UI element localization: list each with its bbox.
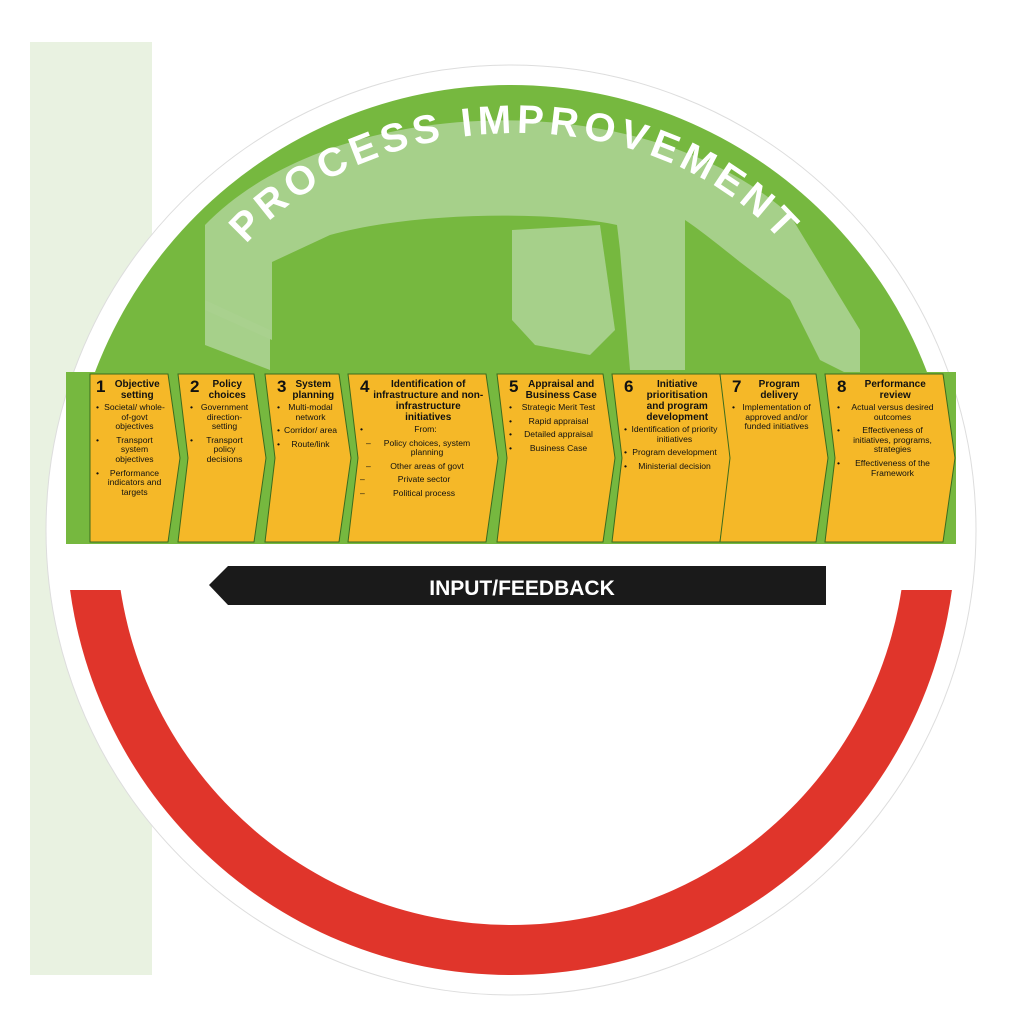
step-item: Effectiveness of the Framework <box>837 458 941 478</box>
step-item: Implementation of approved and/or funded… <box>732 402 814 432</box>
input-feedback-arrow <box>209 566 826 605</box>
step-items: From: Policy choices, system planningOthe… <box>360 424 484 499</box>
step-content: 1 Objective settingSocietal/ whole-of-gov… <box>96 377 166 538</box>
step-number: 5 <box>509 377 519 396</box>
step-header: 3 System planning <box>277 377 337 401</box>
step-2: 2 Policy choicesGovernment direction-sett… <box>177 373 267 543</box>
step-item: Political process <box>360 488 484 499</box>
step-item: Private sector <box>360 475 484 485</box>
step-title: Performance review <box>864 379 926 401</box>
step-item: Other areas of govt <box>360 461 484 472</box>
step-item: Rapid appraisal <box>509 416 601 427</box>
step-header: 7 Program delivery <box>732 377 814 401</box>
step-items: Government direction-settingTransport po… <box>190 402 252 465</box>
step-item: Ministerial decision <box>624 461 718 472</box>
step-item: Multi-modal network <box>277 402 337 422</box>
step-number: 2 <box>190 377 200 396</box>
step-number: 4 <box>360 377 370 396</box>
step-item: Business Case <box>509 443 601 454</box>
step-title: Program delivery <box>758 379 800 401</box>
step-title: System planning <box>292 379 335 401</box>
step-8: 8 Performance reviewActual versus desired… <box>824 373 956 543</box>
step-title: Identification of infrastructure and non… <box>373 379 484 423</box>
step-title: Objective setting <box>114 379 160 401</box>
step-item: Transport system objectives <box>96 435 166 465</box>
step-number: 8 <box>837 377 847 396</box>
step-items: Multi-modal networkCorridor/ areaRoute/l… <box>277 402 337 450</box>
step-items: Strategic Merit TestRapid appraisalDetai… <box>509 402 601 454</box>
process-improvement-arrow-leg <box>512 225 615 355</box>
step-title: Initiative prioritisation and program de… <box>646 379 709 423</box>
process-improvement-area <box>93 85 929 375</box>
step-number: 1 <box>96 377 106 396</box>
step-item: Societal/ whole-of-govt objectives <box>96 402 166 432</box>
step-item: Performance indicators and targets <box>96 468 166 498</box>
input-feedback-label: INPUT/FEEDBACK <box>429 577 615 600</box>
step-3: 3 System planningMulti-modal networkCorri… <box>264 373 352 543</box>
step-item: Identification of priority initiatives <box>624 424 718 444</box>
step-header: 1 Objective setting <box>96 377 166 401</box>
step-6: 6 Initiative prioritisation and program d… <box>611 373 733 543</box>
step-item: Detailed appraisal <box>509 430 601 440</box>
step-item: Strategic Merit Test <box>509 402 601 413</box>
step-item: Government direction-setting <box>190 402 252 432</box>
step-title: Policy choices <box>208 379 246 401</box>
step-header: 6 Initiative prioritisation and program d… <box>624 377 718 423</box>
step-item: Corridor/ area <box>277 426 337 436</box>
step-content: 2 Policy choicesGovernment direction-sett… <box>190 377 252 538</box>
step-items: Societal/ whole-of-govt objectivesTransp… <box>96 402 166 498</box>
step-content: 3 System planningMulti-modal networkCorri… <box>277 377 337 538</box>
step-content: 5 Appraisal and Business CaseStrategic Me… <box>509 377 601 538</box>
step-item: Route/link <box>277 439 337 450</box>
step-items: Actual versus desired outcomesEffectiven… <box>837 402 941 478</box>
step-item: From: <box>360 424 484 435</box>
step-item: Program development <box>624 448 718 458</box>
chevron-shape <box>347 373 499 543</box>
step-7: 7 Program deliveryImplementation of appro… <box>719 373 829 543</box>
step-items: Implementation of approved and/or funded… <box>732 402 814 432</box>
step-number: 7 <box>732 377 742 396</box>
step-item: Effectiveness of initiatives, programs, … <box>837 425 941 455</box>
step-items: Identification of priority initiativesPr… <box>624 424 718 472</box>
step-content: 7 Program deliveryImplementation of appro… <box>732 377 814 538</box>
step-number: 6 <box>624 377 634 396</box>
step-1: 1 Objective settingSocietal/ whole-of-gov… <box>89 373 181 543</box>
step-item: Actual versus desired outcomes <box>837 402 941 422</box>
step-header: 2 Policy choices <box>190 377 252 401</box>
process-improvement-arrow <box>205 120 860 380</box>
step-item: Policy choices, system planning <box>360 438 484 458</box>
step-content: 6 Initiative prioritisation and program d… <box>624 377 718 538</box>
step-header: 8 Performance review <box>837 377 941 401</box>
step-title: Appraisal and Business Case <box>525 379 597 401</box>
step-header: 5 Appraisal and Business Case <box>509 377 601 401</box>
step-5: 5 Appraisal and Business CaseStrategic Me… <box>496 373 616 543</box>
step-number: 3 <box>277 377 287 396</box>
step-content: 8 Performance reviewActual versus desired… <box>837 377 941 538</box>
inner-white <box>120 590 902 925</box>
step-item: Transport policy decisions <box>190 435 252 465</box>
process-improvement-arrow-leg <box>205 300 270 370</box>
